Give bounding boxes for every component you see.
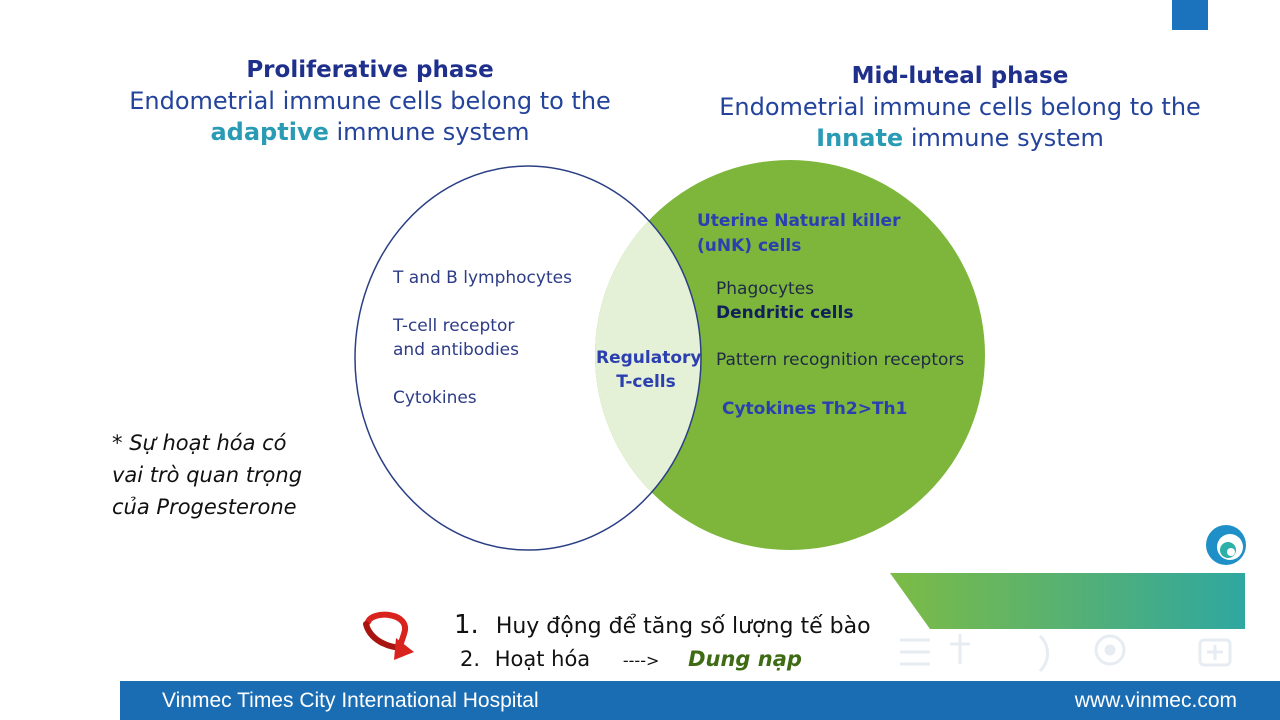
vinmec-logo-icon xyxy=(1206,525,1246,565)
pattern-recognition-label: Pattern recognition receptors xyxy=(716,350,965,370)
phagocytes-label: Phagocytes xyxy=(716,279,815,299)
tolerance-result: Dung nạp xyxy=(688,647,802,671)
proliferative-line2: adaptive immune system xyxy=(120,117,620,148)
adaptive-word: adaptive xyxy=(210,118,329,147)
corner-square xyxy=(1172,0,1208,30)
note-line-2: vai trò quan trọng xyxy=(112,463,303,487)
watermark-medical-icons xyxy=(900,634,1232,673)
mid-luteal-line1: Endometrial immune cells belong to the xyxy=(719,92,1201,121)
step-1: 1. Huy động để tăng số lượng tế bào xyxy=(454,610,871,640)
t-cell-receptor-label: T-cell receptor xyxy=(393,316,515,336)
step-2-number: 2. xyxy=(460,647,481,671)
proliferative-line1: Endometrial immune cells belong to the xyxy=(129,86,611,115)
step-1-text: Huy động để tăng số lượng tế bào xyxy=(495,614,871,639)
footer-website[interactable]: www.vinmec.com xyxy=(1074,689,1237,712)
note-line-1: * Sự hoạt hóa có xyxy=(112,431,287,455)
regulatory-label: Regulatory xyxy=(596,348,702,368)
innate-word: Innate xyxy=(816,124,904,153)
adaptive-circle xyxy=(354,165,702,551)
cytokines-label: Cytokines xyxy=(393,388,477,408)
dendritic-cells-label: Dendritic cells xyxy=(716,303,854,323)
curved-arrow-icon xyxy=(363,611,414,660)
t-b-lymphocytes-label: T and B lymphocytes xyxy=(393,268,572,288)
note-line-3: của Progesterone xyxy=(112,495,297,519)
decorative-band xyxy=(890,573,1245,629)
innate-circle xyxy=(595,160,985,550)
mid-luteal-heading: Mid-luteal phase Endometrial immune cell… xyxy=(710,62,1210,154)
mid-luteal-line2-rest: immune system xyxy=(903,124,1104,153)
cytokines-th2-label: Cytokines Th2>Th1 xyxy=(722,399,908,419)
mid-luteal-title: Mid-luteal phase xyxy=(851,63,1069,89)
footer-hospital-name: Vinmec Times City International Hospital xyxy=(162,689,539,712)
arrow-text: ----> xyxy=(622,651,660,670)
proliferative-title: Proliferative phase xyxy=(246,57,494,83)
proliferative-heading: Proliferative phase Endometrial immune c… xyxy=(120,56,620,148)
step-2: 2. Hoạt hóa ----> Dung nạp xyxy=(460,647,802,671)
progesterone-note: * Sự hoạt hóa có vai trò quan trọng của … xyxy=(112,427,302,523)
unk-label-1: Uterine Natural killer xyxy=(697,211,901,231)
t-cells-label: T-cells xyxy=(616,372,676,392)
unk-label-2: (uNK) cells xyxy=(697,236,802,256)
step-1-number: 1. xyxy=(454,610,479,640)
mid-luteal-line2: Innate immune system xyxy=(710,123,1210,154)
proliferative-line2-rest: immune system xyxy=(328,118,530,147)
step-2-text: Hoạt hóa xyxy=(494,647,591,671)
antibodies-label: and antibodies xyxy=(393,340,519,360)
footer-bar: Vinmec Times City International Hospital… xyxy=(120,681,1280,720)
